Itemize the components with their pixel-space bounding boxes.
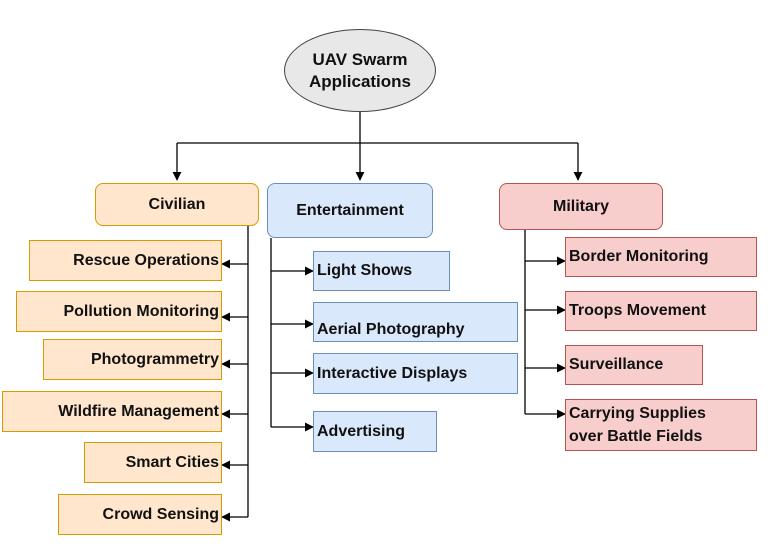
entertainment-item-interactive-displays: Interactive Displays <box>313 353 518 394</box>
entertainment-item-advertising: Advertising <box>313 411 437 452</box>
civilian-item-photogrammetry: Photogrammetry <box>43 339 222 380</box>
military-item-surveillance: Surveillance <box>565 345 703 385</box>
category-civilian: Civilian <box>95 183 259 226</box>
civilian-item-crowd-sensing: Crowd Sensing <box>58 494 222 535</box>
entertainment-item-light-shows: Light Shows <box>313 251 450 291</box>
root-node: UAV Swarm Applications <box>284 29 436 112</box>
category-military: Military <box>499 183 663 230</box>
civilian-item-rescue-operations: Rescue Operations <box>29 240 222 281</box>
civilian-item-pollution-monitoring: Pollution Monitoring <box>16 291 222 332</box>
military-item-border-monitoring: Border Monitoring <box>565 237 757 277</box>
entertainment-item-aerial-photography: Aerial Photography <box>313 302 518 342</box>
civilian-item-smart-cities: Smart Cities <box>84 442 222 483</box>
civilian-item-wildfire-management: Wildfire Management <box>2 391 222 432</box>
military-item-carrying-supplies: Carrying Supplies over Battle Fields <box>565 399 757 451</box>
category-entertainment: Entertainment <box>267 183 433 238</box>
military-item-troops-movement: Troops Movement <box>565 291 757 331</box>
